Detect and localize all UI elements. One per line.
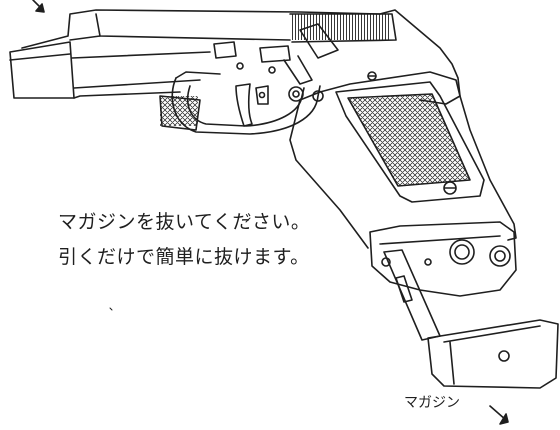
stray-mark bbox=[245, 217, 251, 223]
magazine-callout-label: マガジン bbox=[404, 395, 460, 411]
slide bbox=[9, 9, 461, 105]
instruction-line-2: 引くだけで簡単に抜けます。 bbox=[58, 246, 310, 268]
frame-pins bbox=[213, 41, 377, 102]
magazine bbox=[383, 249, 559, 389]
corner-arrow bbox=[32, 0, 45, 13]
stray-mark bbox=[109, 307, 113, 311]
trigger bbox=[235, 83, 269, 127]
magazine-well bbox=[369, 221, 517, 297]
grip bbox=[289, 71, 517, 249]
instruction-line-1: マガジンを抜いてください。 bbox=[58, 211, 311, 233]
callout-arrow bbox=[489, 405, 509, 425]
